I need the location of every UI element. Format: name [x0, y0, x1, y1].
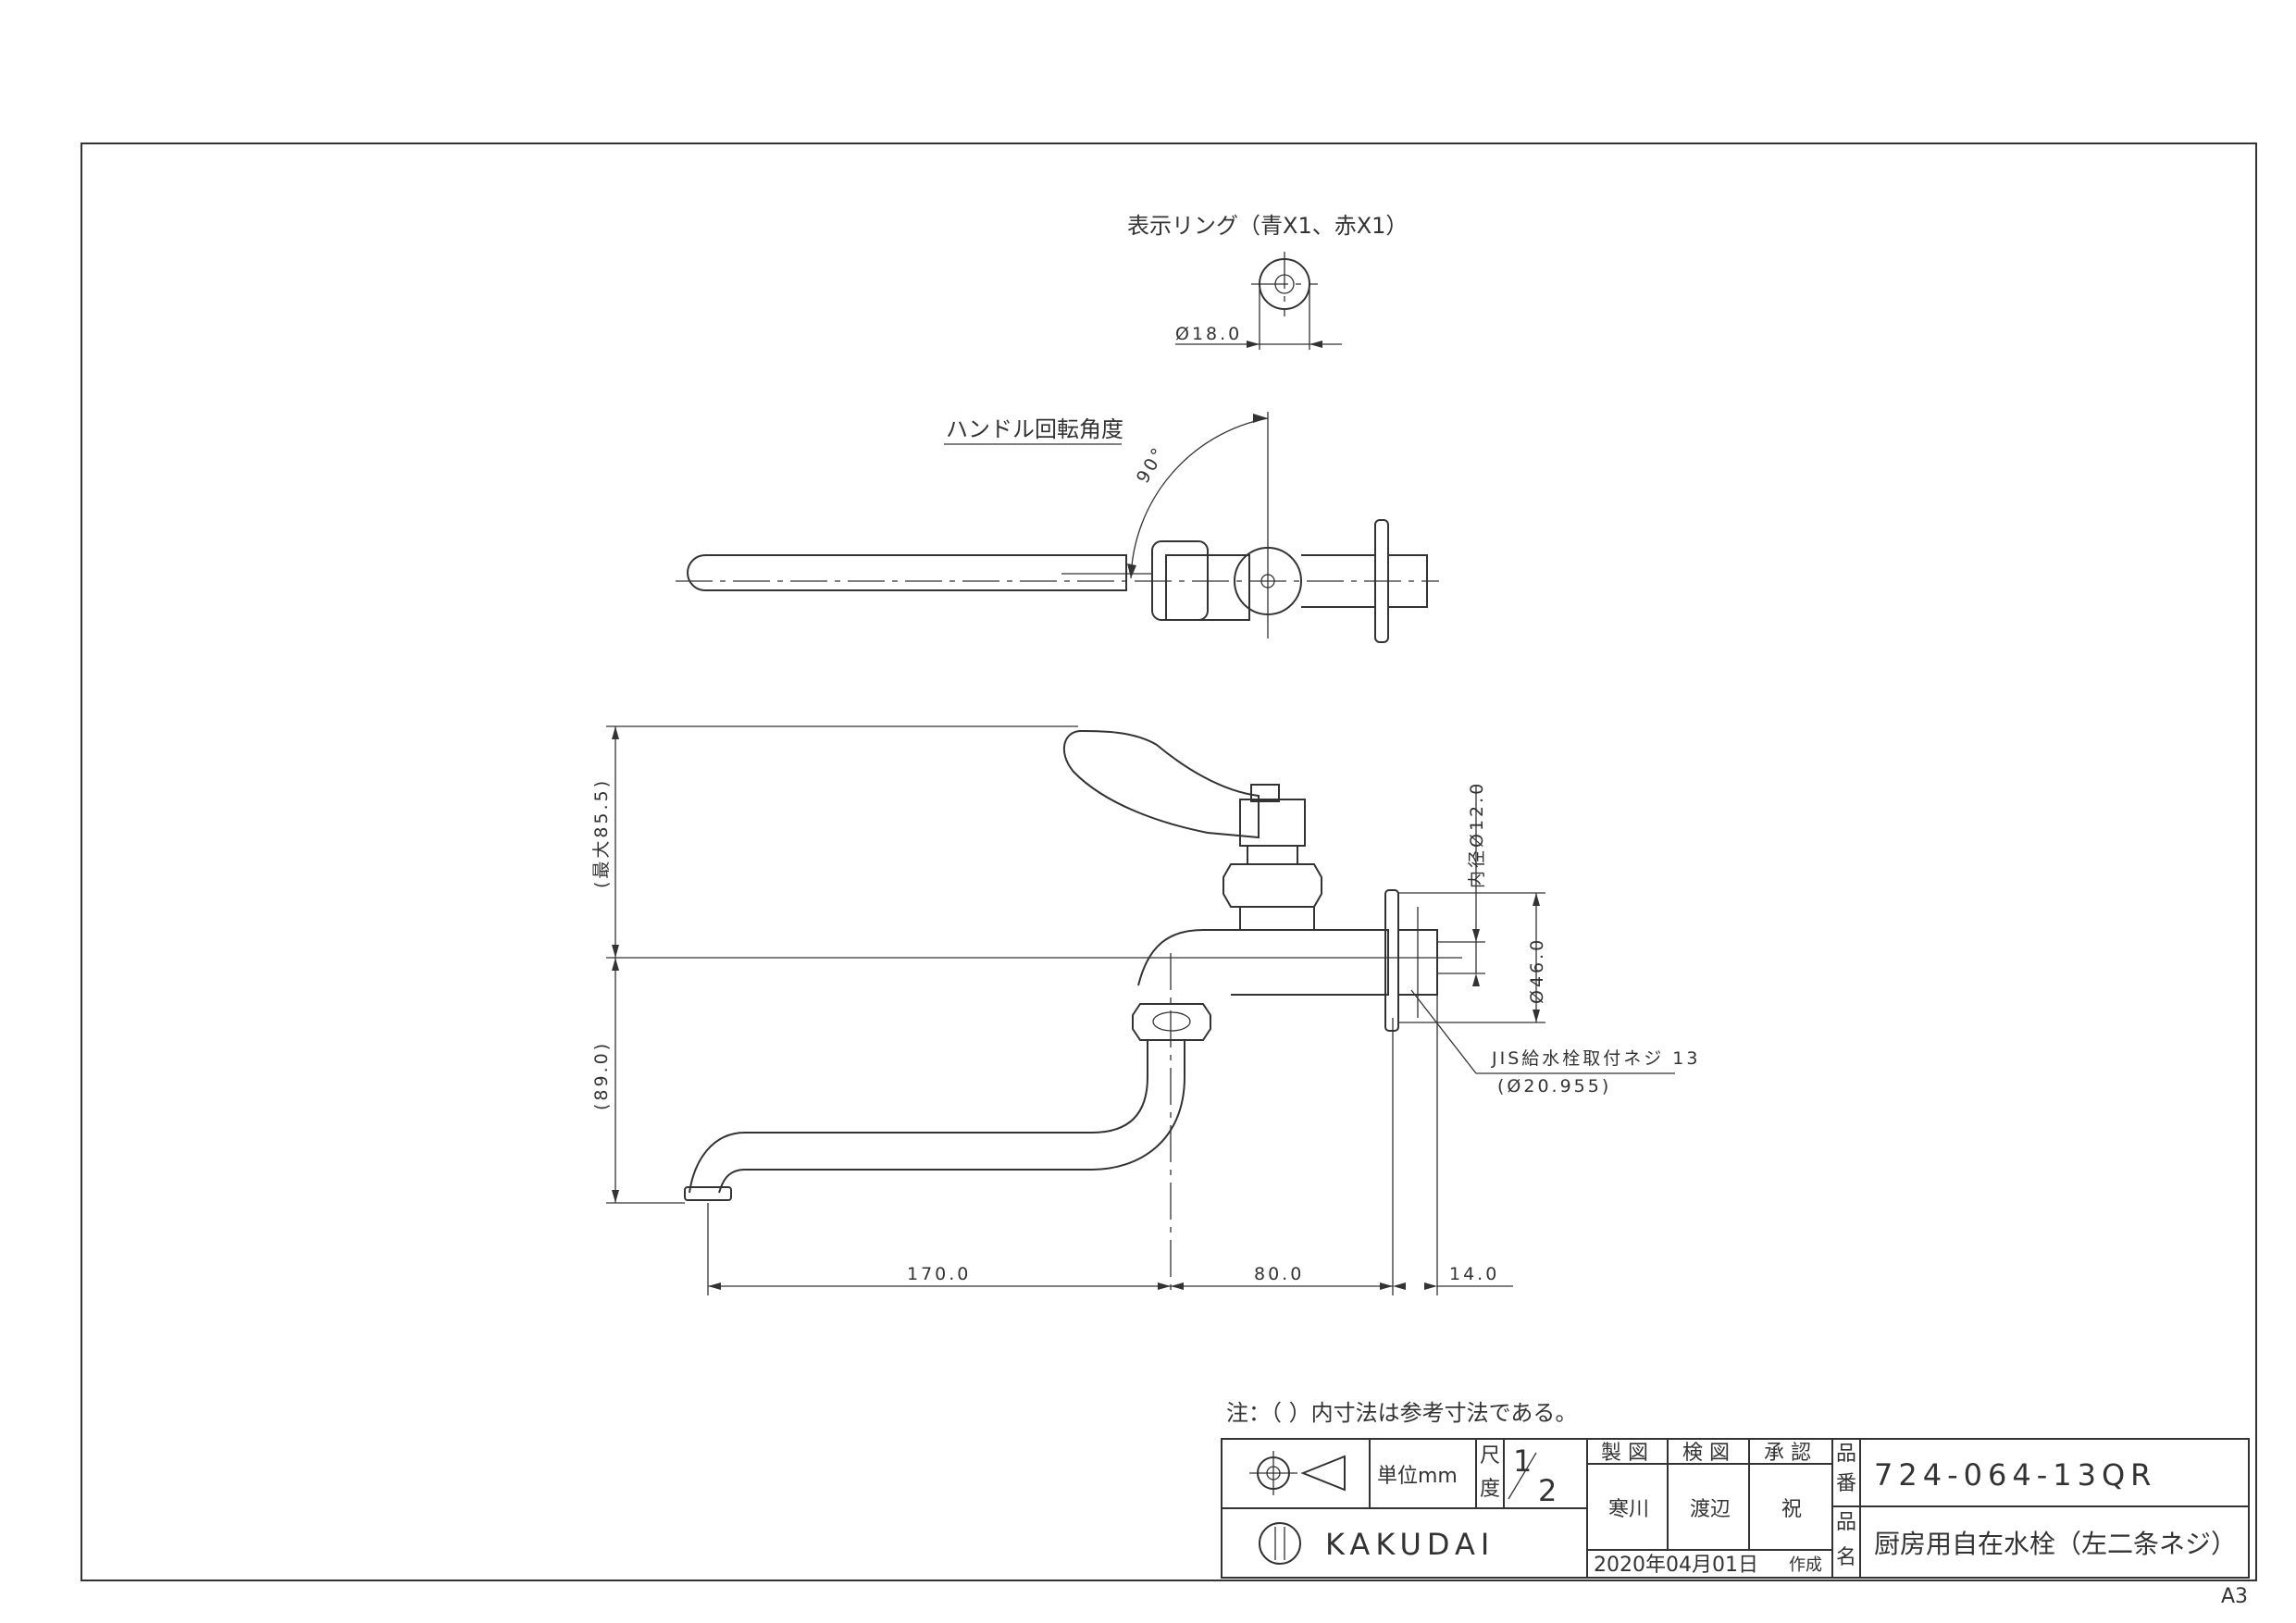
body-length-dimension: 80.0: [1254, 1264, 1304, 1284]
lower-height-dimension: (89.0): [591, 1041, 612, 1110]
scale-label-top: 尺: [1480, 1444, 1500, 1468]
side-view-drawing: [606, 729, 1462, 1295]
checked-by: 渡辺: [1690, 1498, 1731, 1521]
height-dimensions: [606, 725, 1078, 1204]
scale-denominator: 2: [1538, 1473, 1562, 1508]
part-no-label-bottom: 番: [1836, 1472, 1856, 1495]
approved-by: 祝: [1781, 1498, 1802, 1521]
approved-header: 承 認: [1764, 1442, 1811, 1465]
dimension-note: 注：（ ）内寸法は参考寸法である。: [1226, 1400, 1577, 1426]
thread-diameter: (Ø20.955): [1497, 1076, 1611, 1096]
product-name: 厨房用自在水栓（左二条ネジ）: [1874, 1529, 2237, 1559]
rotation-angle: 90°: [1133, 442, 1170, 487]
sheet-size: A3: [2221, 1585, 2248, 1608]
top-view-drawing: [676, 412, 1439, 643]
inner-diameter-dimension: 内径Ø12.0: [1467, 781, 1487, 888]
part-number: 724-064-13QR: [1874, 1457, 2156, 1493]
scale-numerator: 1: [1513, 1443, 1537, 1479]
drawn-by: 寒川: [1608, 1498, 1649, 1521]
part-no-label-top: 品: [1836, 1443, 1856, 1466]
thread-spec: JIS給水栓取付ネジ 13: [1491, 1048, 1700, 1069]
spout-length-dimension: 170.0: [907, 1264, 971, 1284]
created-label: 作成: [1789, 1555, 1822, 1575]
unit-label: 単位mm: [1377, 1465, 1458, 1488]
indicator-ring-drawing: [1175, 252, 1342, 350]
title-block: [1221, 1438, 2250, 1579]
logo-text: KAKUDAI: [1325, 1527, 1495, 1562]
diameter-dimensions: [1398, 787, 1675, 1074]
max-height-dimension: (最大85.5): [591, 778, 612, 888]
creation-date: 2020年04月01日: [1594, 1554, 1758, 1577]
name-label-top: 品: [1836, 1511, 1856, 1534]
outer-diameter-dimension: Ø46.0: [1527, 937, 1547, 1004]
handle-rotation-label: ハンドル回転角度: [946, 416, 1123, 442]
ring-diameter: Ø18.0: [1175, 324, 1242, 344]
length-dimensions: [708, 1282, 1513, 1290]
scale-label-bottom: 度: [1480, 1478, 1500, 1501]
ring-label: 表示リング（青X1、赤X1）: [1127, 213, 1408, 239]
drawing-frame: [81, 142, 2257, 1581]
checked-header: 検 図: [1682, 1442, 1730, 1465]
name-label-bottom: 名: [1836, 1546, 1856, 1569]
thread-length-dimension: 14.0: [1449, 1264, 1499, 1284]
drawn-header: 製 図: [1601, 1442, 1648, 1465]
